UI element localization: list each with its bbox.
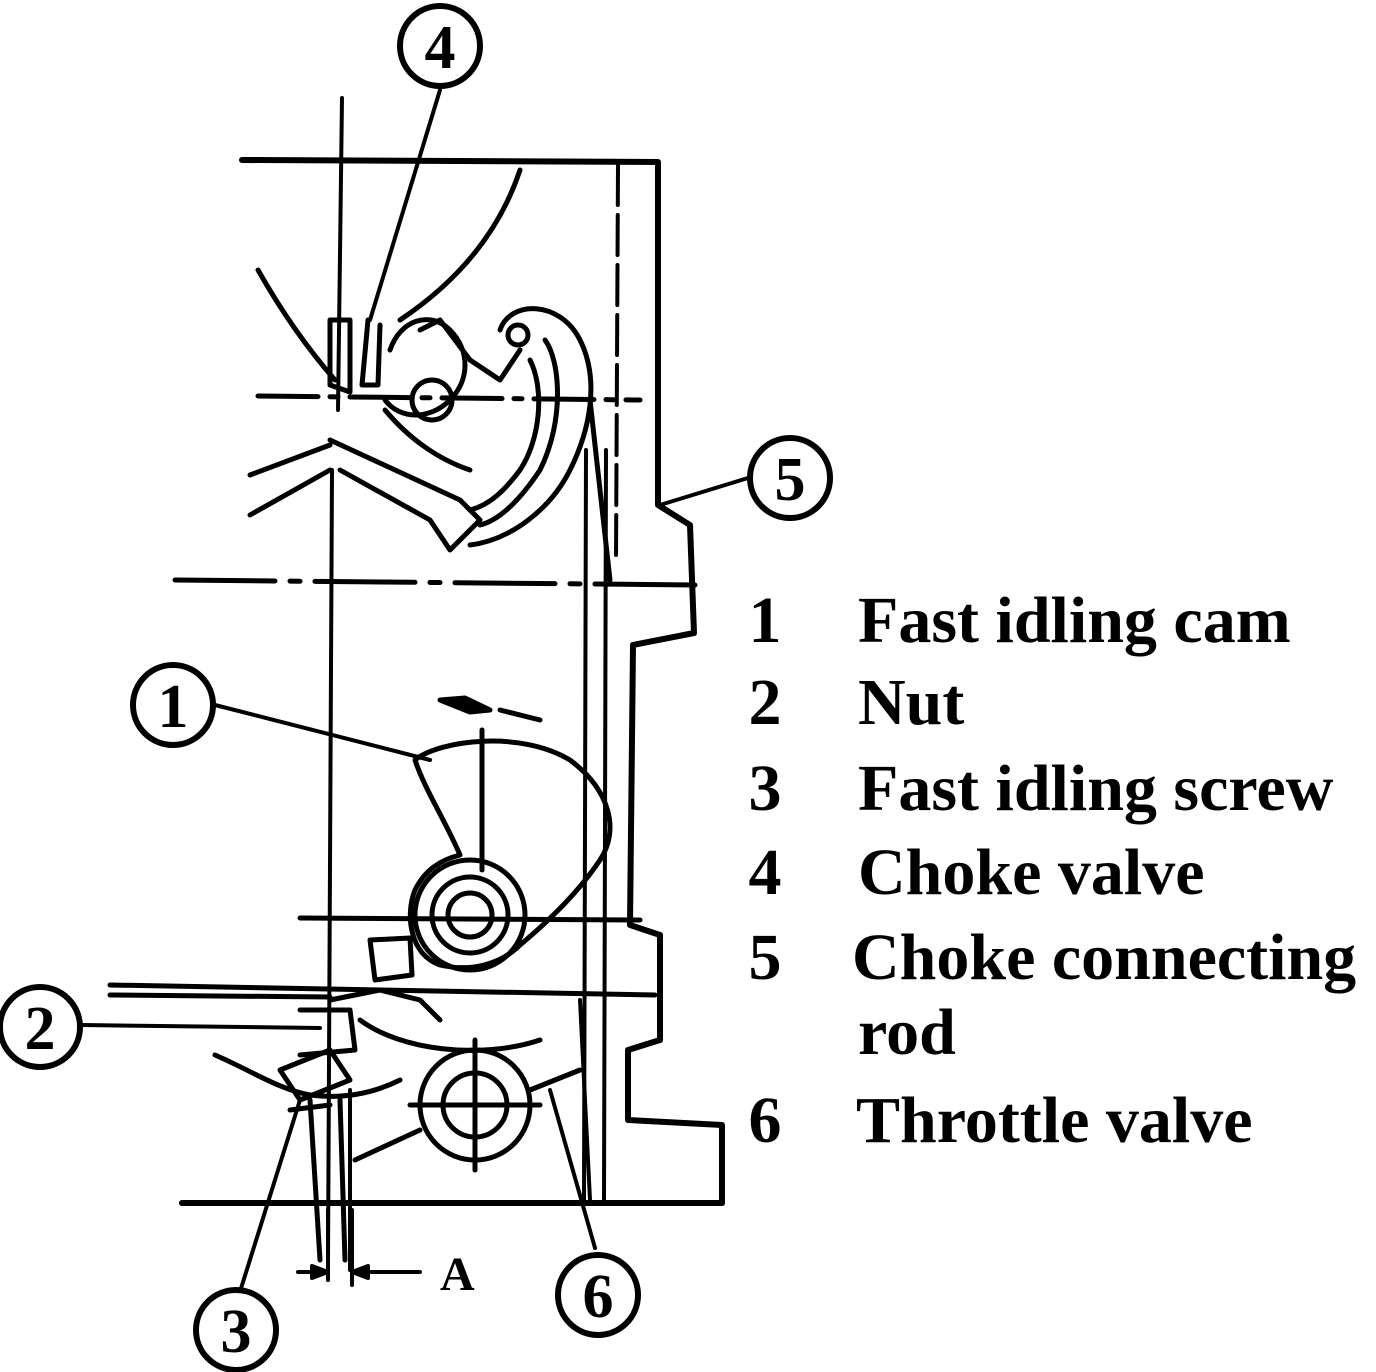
legend-label-6: Throttle valve	[856, 1084, 1253, 1157]
legend-num-1: 1	[748, 584, 782, 657]
legend-label-2: Nut	[858, 666, 965, 739]
dimension-a	[296, 1208, 422, 1287]
svg-text:6: 6	[583, 1263, 614, 1331]
leader-lines	[80, 88, 750, 1300]
svg-text:1: 1	[158, 673, 189, 741]
svg-text:3: 3	[221, 1298, 252, 1366]
legend-label-3: Fast idling screw	[858, 752, 1334, 825]
legend-num-2: 2	[748, 666, 782, 739]
choke-valve-assembly	[247, 167, 613, 583]
legend-label-1: Fast idling cam	[858, 584, 1291, 657]
legend-label-4: Choke valve	[858, 836, 1205, 909]
throttle-valve-assembly	[212, 987, 583, 1263]
legend-label-5-cont: rod	[858, 996, 956, 1069]
callout-5: 5	[747, 435, 833, 521]
svg-text:2: 2	[25, 995, 56, 1063]
carburetor-body-outline	[179, 157, 725, 1206]
fast-idling-cam	[367, 695, 613, 983]
legend-label-5: Choke connecting	[852, 921, 1357, 994]
callout-3: 3	[193, 1287, 279, 1372]
callout-1: 1	[130, 662, 216, 748]
legend-num-4: 4	[748, 836, 782, 909]
svg-text:5: 5	[775, 446, 806, 514]
bore-wall-lines	[326, 96, 620, 1272]
svg-text:4: 4	[425, 14, 456, 82]
legend-num-3: 3	[748, 752, 782, 825]
dimension-label: A	[440, 1248, 475, 1301]
callout-6: 6	[555, 1252, 641, 1338]
legend-num-5: 5	[748, 921, 782, 994]
callout-4: 4	[397, 3, 483, 89]
callout-2: 2	[0, 984, 83, 1070]
legend-num-6: 6	[748, 1084, 782, 1157]
